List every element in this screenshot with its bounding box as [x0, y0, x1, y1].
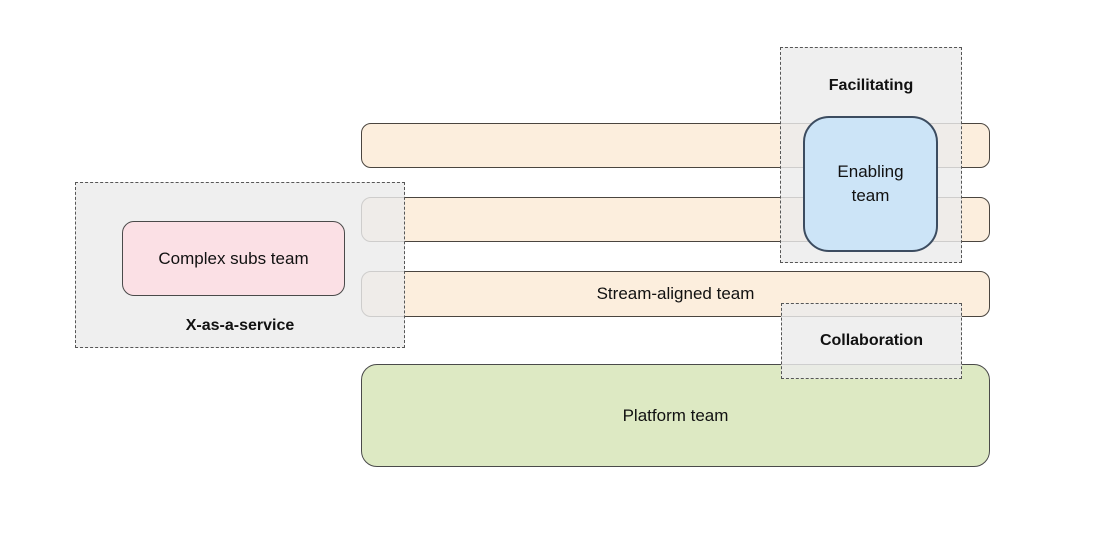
enabling-team-box: Enabling team — [803, 116, 938, 252]
platform-team-box: Platform team — [361, 364, 990, 467]
complex-subs-team-label: Complex subs team — [158, 248, 309, 268]
complex-subs-team-box: Complex subs team — [122, 221, 345, 296]
platform-team-label: Platform team — [622, 405, 729, 425]
stream-aligned-team-label: Stream-aligned team — [596, 284, 755, 303]
region-collaboration: Collaboration — [781, 303, 962, 379]
x-as-a-service-label: X-as-a-service — [185, 317, 295, 334]
collaboration-label: Collaboration — [819, 332, 924, 349]
facilitating-label: Facilitating — [828, 77, 914, 94]
enabling-team-label: Enabling team — [837, 162, 904, 205]
